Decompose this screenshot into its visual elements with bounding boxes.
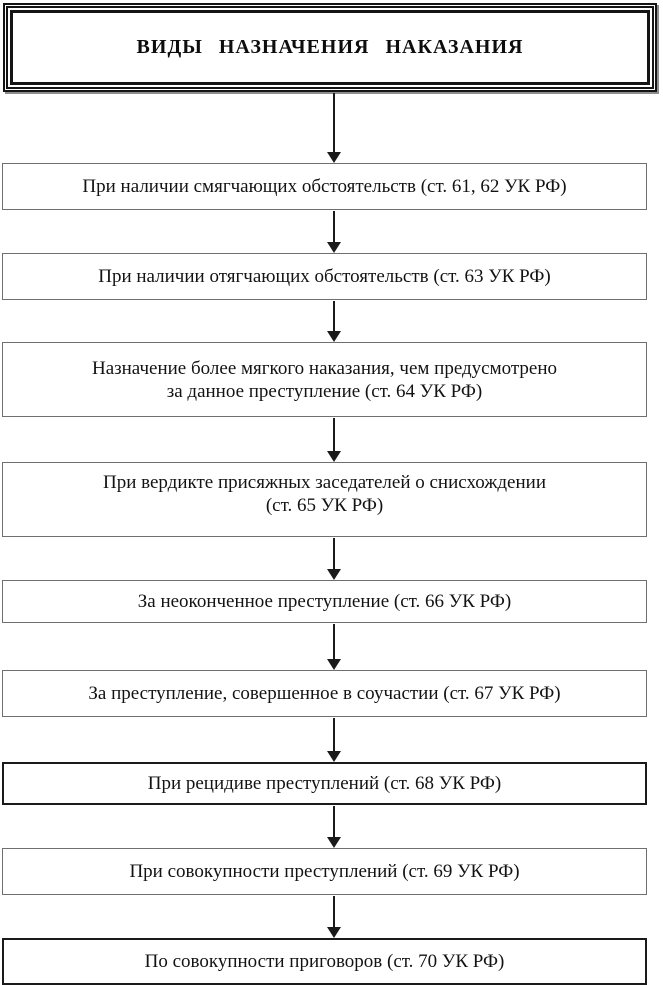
arrow-head <box>327 837 341 848</box>
arrow-shaft <box>333 301 335 333</box>
arrow-down-icon <box>327 538 341 580</box>
title-box: ВИДЫ НАЗНАЧЕНИЯ НАКАЗАНИЯ <box>3 3 657 92</box>
arrow-down-icon <box>327 301 341 342</box>
arrow-shaft <box>333 806 335 839</box>
flow-box-mitigating: При наличии смягчающих обстоятельств (ст… <box>2 163 647 210</box>
arrow-head <box>327 242 341 253</box>
arrow-down-icon <box>327 211 341 253</box>
arrow-head <box>327 751 341 762</box>
page-title: ВИДЫ НАЗНАЧЕНИЯ НАКАЗАНИЯ <box>136 36 524 58</box>
arrow-down-icon <box>327 806 341 848</box>
flow-box-milder-punishment: Назначение более мягкого наказания, чем … <box>2 342 647 417</box>
arrow-shaft <box>333 896 335 929</box>
arrow-shaft <box>333 718 335 753</box>
flow-box-unfinished-crime: За неоконченное преступление (ст. 66 УК … <box>2 580 647 623</box>
flow-box-recidivism: При рецидиве преступлений (ст. 68 УК РФ) <box>2 762 647 805</box>
arrow-down-icon <box>327 418 341 462</box>
arrow-head <box>327 451 341 462</box>
flow-box-aggravating: При наличии отягчающих обстоятельств (ст… <box>2 253 647 300</box>
arrow-down-icon <box>327 896 341 938</box>
arrow-shaft <box>333 418 335 453</box>
arrow-shaft <box>333 211 335 244</box>
arrow-head <box>327 331 341 342</box>
arrow-shaft <box>333 93 335 154</box>
flow-box-cumulative-sentences: По совокупности приговоров (ст. 70 УК РФ… <box>2 938 647 985</box>
flow-box-cumulative-crimes: При совокупности преступлений (ст. 69 УК… <box>2 848 647 895</box>
arrow-head <box>327 927 341 938</box>
arrow-head <box>327 659 341 670</box>
flow-box-jury-leniency: При вердикте присяжных заседателей о сни… <box>2 462 647 537</box>
arrow-shaft <box>333 538 335 571</box>
arrow-head <box>327 569 341 580</box>
arrow-down-icon <box>327 718 341 762</box>
arrow-shaft <box>333 624 335 661</box>
title-box-middle-frame: ВИДЫ НАЗНАЧЕНИЯ НАКАЗАНИЯ <box>6 6 654 89</box>
arrow-head <box>327 152 341 163</box>
arrow-down-icon <box>327 93 341 163</box>
arrow-down-icon <box>327 624 341 670</box>
title-box-inner-frame: ВИДЫ НАЗНАЧЕНИЯ НАКАЗАНИЯ <box>10 10 650 85</box>
flow-box-complicity: За преступление, совершенное в соучастии… <box>2 670 647 717</box>
